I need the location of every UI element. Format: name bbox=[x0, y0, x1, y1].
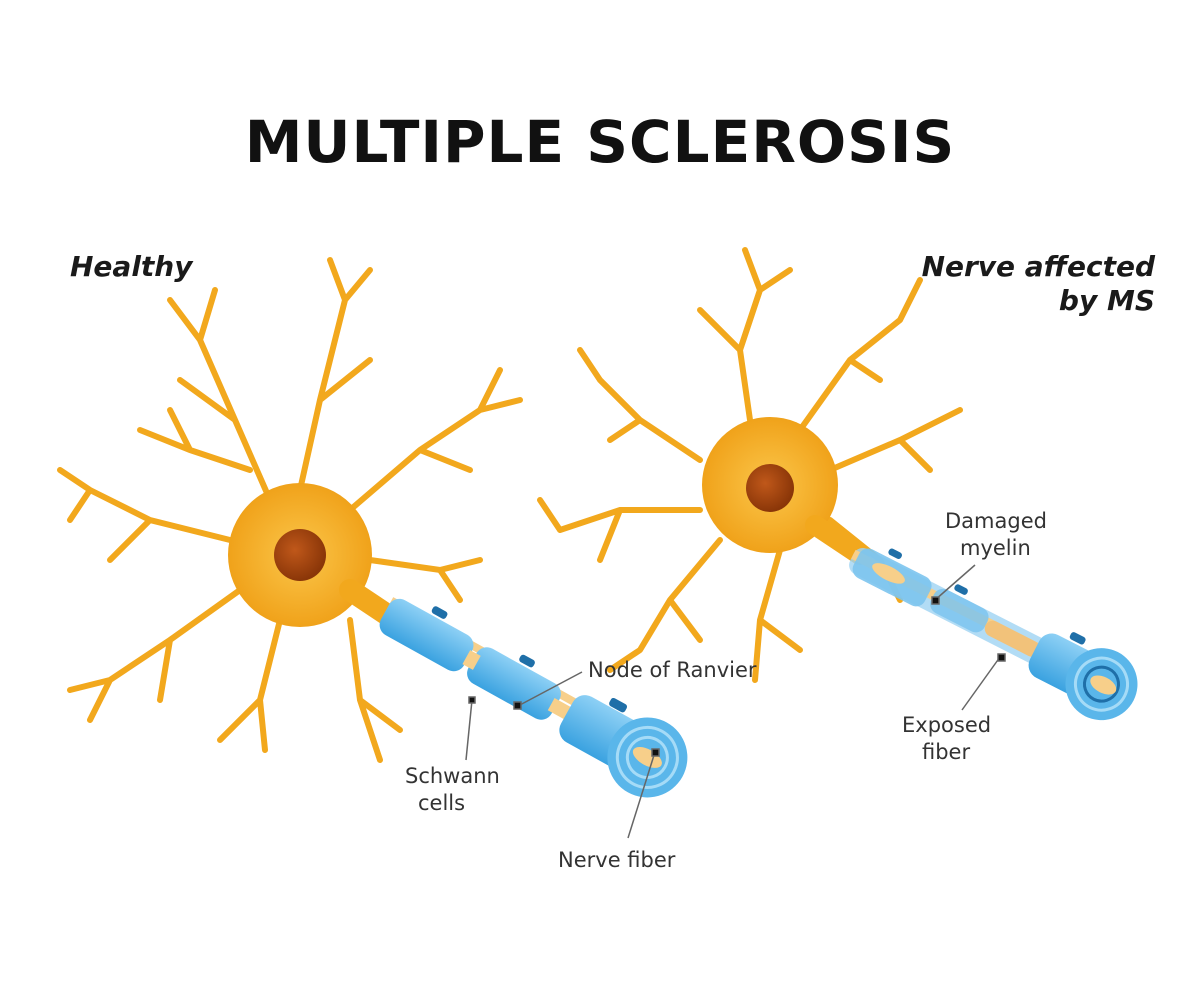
label-damaged-line2: myelin bbox=[960, 536, 1031, 560]
nerve-fiber bbox=[632, 746, 662, 768]
dendrites bbox=[57, 257, 523, 763]
affected-axon bbox=[849, 547, 1138, 721]
schwann-nucleus bbox=[609, 697, 628, 713]
dendrites bbox=[537, 247, 963, 683]
nucleus bbox=[746, 464, 794, 512]
healthy-neuron bbox=[57, 257, 523, 763]
diagram-title: MULTIPLE SCLEROSIS bbox=[244, 108, 956, 176]
healthy-axon bbox=[379, 597, 688, 798]
axon-hillock bbox=[805, 515, 870, 565]
myelin-sheath bbox=[467, 647, 561, 720]
node-of-ranvier bbox=[547, 697, 573, 720]
nucleus bbox=[274, 529, 326, 581]
label-nerve-fiber: Nerve fiber bbox=[558, 848, 676, 872]
schwann-nucleus bbox=[519, 654, 535, 668]
node-of-ranvier bbox=[462, 650, 481, 670]
label-exposed-line2: fiber bbox=[922, 740, 971, 764]
label-node-of-ranvier: Node of Ranvier bbox=[588, 658, 757, 682]
affected-neuron bbox=[537, 247, 963, 683]
label-schwann-line1: Schwann bbox=[405, 764, 500, 788]
affected-heading-line1: Nerve affected bbox=[921, 250, 1155, 283]
label-schwann-line2: cells bbox=[418, 791, 466, 815]
affected-heading-line2: by MS bbox=[1058, 284, 1155, 317]
exposed-fiber bbox=[984, 620, 1040, 657]
label-damaged-line1: Damaged bbox=[945, 509, 1047, 533]
damaged-myelin bbox=[930, 588, 989, 633]
myelin-sheath bbox=[379, 598, 474, 672]
leader-lines bbox=[465, 564, 1006, 839]
label-exposed-line1: Exposed bbox=[902, 713, 992, 737]
schwann-nucleus bbox=[431, 606, 448, 619]
healthy-heading: Healthy bbox=[70, 250, 193, 283]
